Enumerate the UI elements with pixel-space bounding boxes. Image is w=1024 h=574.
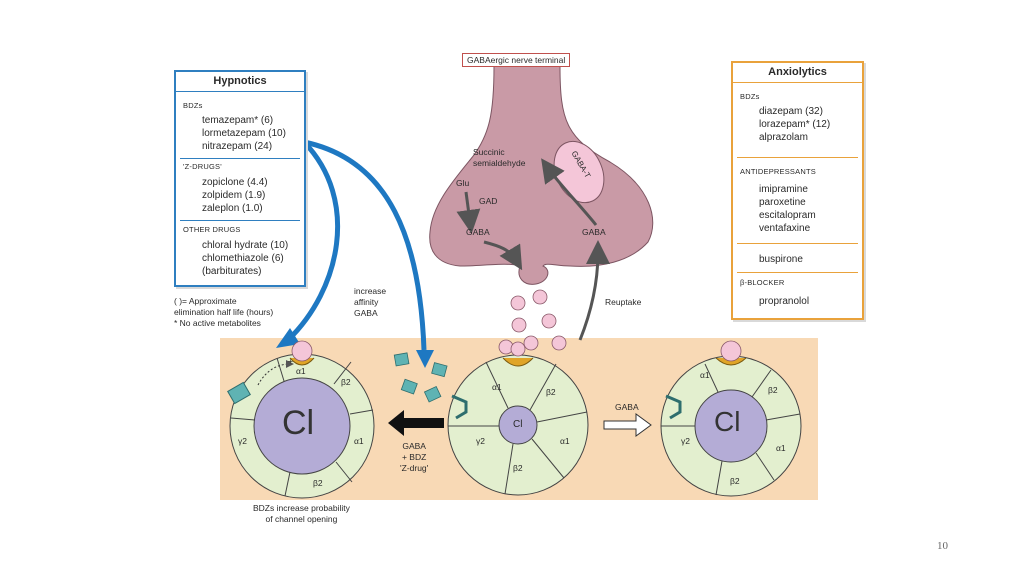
- hypnotics-title: Hypnotics: [176, 72, 304, 92]
- left-a1-label: α1: [296, 366, 306, 376]
- gaba-release-arrow: [483, 240, 523, 271]
- reuptake-arrow: [578, 240, 610, 341]
- glu-label: Glu: [456, 178, 470, 188]
- gaba-t-arrow: [541, 158, 598, 226]
- left-b2bot-label: β2: [313, 478, 323, 488]
- blue-arrow-left-head: [276, 328, 300, 348]
- receptor-channel-left: [227, 340, 375, 499]
- receptor-channel-right: [660, 340, 802, 497]
- anxiolytics-box: Anxiolytics BDZs diazepam (32)lorazepam*…: [731, 61, 864, 320]
- left-arrow-text: GABA+ BDZ'Z-drug': [400, 441, 429, 473]
- anxiolytics-antidep-caption: ANTIDEPRESSANTS: [740, 167, 816, 176]
- right-b2bot-label: β2: [730, 476, 740, 486]
- mid-pore-label: Cl: [513, 419, 523, 430]
- reuptake-label: Reuptake: [605, 297, 642, 307]
- released-gaba-molecules: [498, 289, 567, 355]
- left-plus-label: +: [288, 356, 293, 366]
- anxiolytics-buspirone: buspirone: [759, 254, 803, 265]
- blue-arrow-right: [303, 139, 427, 351]
- right-g2-label: γ2: [681, 436, 690, 446]
- mid-a1r-label: α1: [560, 436, 570, 446]
- hypnotics-zdrug-caption: 'Z-DRUGS': [183, 162, 222, 171]
- gaba-left-label: GABA: [466, 227, 490, 237]
- mid-a1-label: α1: [492, 382, 502, 392]
- mid-g2-label: γ2: [476, 436, 485, 446]
- blue-arrow-right-head: [416, 350, 434, 368]
- left-g2-label: γ2: [238, 436, 247, 446]
- anxiolytics-bdz-caption: BDZs: [740, 92, 760, 101]
- hypnotics-zdrug-list: zopiclone (4.4)zolpidem (1.9)zaleplon (1…: [202, 177, 268, 214]
- hypnotics-other-caption: OTHER DRUGS: [183, 225, 241, 234]
- hypnotics-bdz-caption: BDZs: [183, 101, 203, 110]
- left-pore-label: Cl: [282, 404, 315, 442]
- left-a1r-label: α1: [354, 436, 364, 446]
- gad-label: GAD: [479, 196, 498, 206]
- hypnotics-box: Hypnotics BDZs temazepam* (6)lormetazepa…: [174, 70, 306, 287]
- terminal-label: GABAergic nerve terminal: [462, 53, 571, 67]
- bdz-molecules: [393, 352, 448, 403]
- receptor-channel-middle: [447, 354, 589, 496]
- mid-b2top-label: β2: [546, 387, 556, 397]
- page-number: 10: [937, 540, 948, 552]
- right-arrow-text: GABA: [615, 402, 639, 412]
- anxiolytics-beta-list: propranolol: [759, 296, 810, 307]
- right-b2top-label: β2: [768, 385, 778, 395]
- anxiolytics-bdz-list: diazepam (32)lorazepam* (12)alprazolam: [759, 106, 831, 143]
- bound-gaba-middle: [510, 341, 526, 357]
- hypnotics-bdz-list: temazepam* (6)lormetazepam (10)nitrazepa…: [202, 115, 286, 152]
- right-pore-label: Cl: [714, 406, 741, 437]
- right-a1-label: α1: [700, 370, 710, 380]
- left-b2top-label: β2: [341, 377, 351, 387]
- hypnotics-other-list: chloral hydrate (10)chlomethiazole (6)(b…: [202, 240, 289, 277]
- glu-to-gaba-arrow: [456, 191, 481, 234]
- mid-b2bot-label: β2: [513, 463, 523, 473]
- blue-arrow-left: [286, 140, 341, 342]
- nerve-terminal: [429, 65, 654, 285]
- anxiolytics-title: Anxiolytics: [733, 63, 862, 83]
- black-arrow-left: [388, 410, 444, 436]
- white-arrow-right: [603, 413, 652, 437]
- gaba-right-label: GABA: [582, 227, 606, 237]
- anxiolytics-beta-caption: β-BLOCKER: [740, 278, 785, 287]
- right-a1r-label: α1: [776, 443, 786, 453]
